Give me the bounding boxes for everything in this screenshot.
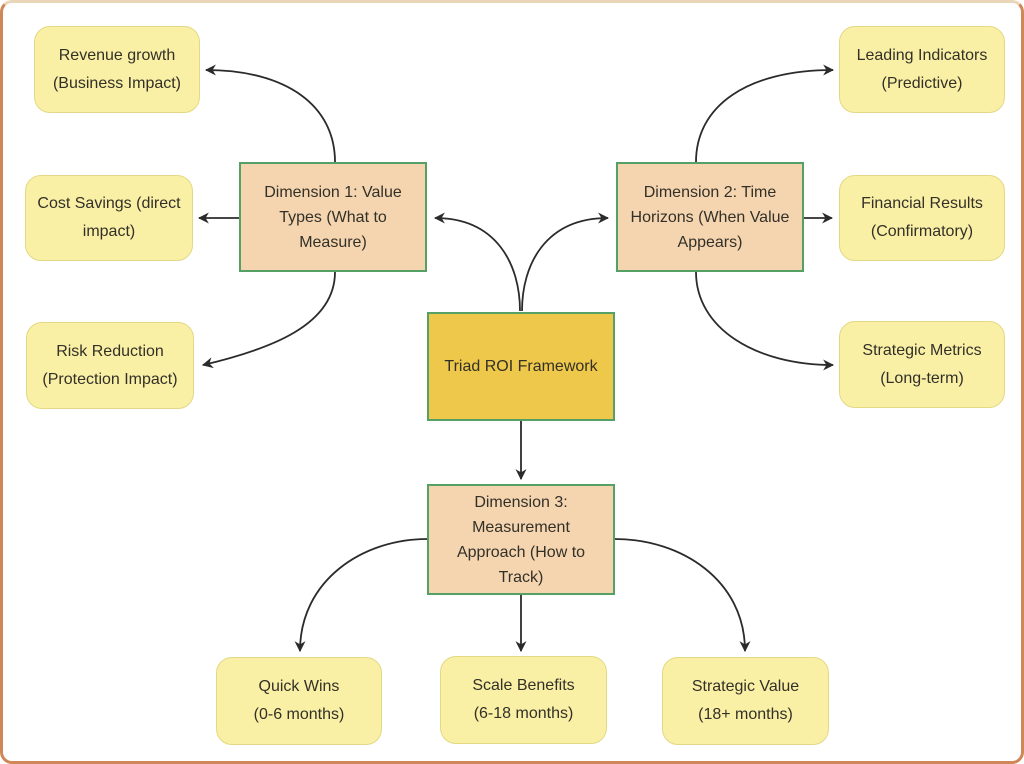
node-label: Strategic Value (18+ months) [691, 678, 800, 723]
edge-dim3-to-strategic-value [614, 538, 751, 653]
node-label: Dimension 1: Value Types (What to Measur… [264, 183, 402, 251]
node-strategic-value: Strategic Value (18+ months) [662, 657, 829, 745]
node-label: Cost Savings (direct impact) [37, 195, 181, 240]
node-dimension-3-measurement-approach: Dimension 3: Measurement Approach (How t… [427, 484, 615, 595]
edge-dim2-to-strategic-metrics [695, 271, 835, 371]
node-label: Revenue growth (Business Impact) [52, 46, 182, 92]
node-cost-savings: Cost Savings (direct impact) [25, 175, 193, 261]
node-label: Leading Indicators (Predictive) [856, 46, 988, 92]
node-label: Triad ROI Framework [444, 358, 598, 375]
node-label: Quick Wins (0-6 months) [253, 678, 345, 723]
node-financial-results: Financial Results (Confirmatory) [839, 175, 1005, 261]
node-root-triad-roi-framework: Triad ROI Framework [427, 312, 615, 421]
edge-dim1-to-revenue-growth [204, 64, 336, 163]
node-label: Scale Benefits (6-18 months) [472, 677, 575, 722]
node-risk-reduction: Risk Reduction (Protection Impact) [26, 322, 194, 409]
node-revenue-growth: Revenue growth (Business Impact) [34, 26, 200, 113]
node-dimension-2-time-horizons: Dimension 2: Time Horizons (When Value A… [616, 162, 804, 272]
node-label: Dimension 3: Measurement Approach (How t… [456, 493, 586, 586]
edge-root-to-dim1 [433, 212, 521, 312]
node-leading-indicators: Leading Indicators (Predictive) [839, 26, 1005, 113]
node-label: Strategic Metrics (Long-term) [862, 341, 982, 387]
node-label: Dimension 2: Time Horizons (When Value A… [630, 183, 790, 251]
edges-layer [197, 64, 835, 653]
node-scale-benefits: Scale Benefits (6-18 months) [440, 656, 607, 744]
node-dimension-1-value-types: Dimension 1: Value Types (What to Measur… [239, 162, 427, 272]
node-label: Risk Reduction (Protection Impact) [42, 342, 178, 388]
node-strategic-metrics: Strategic Metrics (Long-term) [839, 321, 1005, 408]
edge-dim3-to-quick-wins [294, 538, 428, 653]
node-label: Financial Results (Confirmatory) [861, 195, 983, 240]
edge-dim2-to-leading-indicators [695, 64, 835, 163]
edge-dim1-to-risk-reduction [201, 271, 336, 369]
node-quick-wins: Quick Wins (0-6 months) [216, 657, 382, 745]
edge-root-to-dim2 [521, 212, 610, 312]
